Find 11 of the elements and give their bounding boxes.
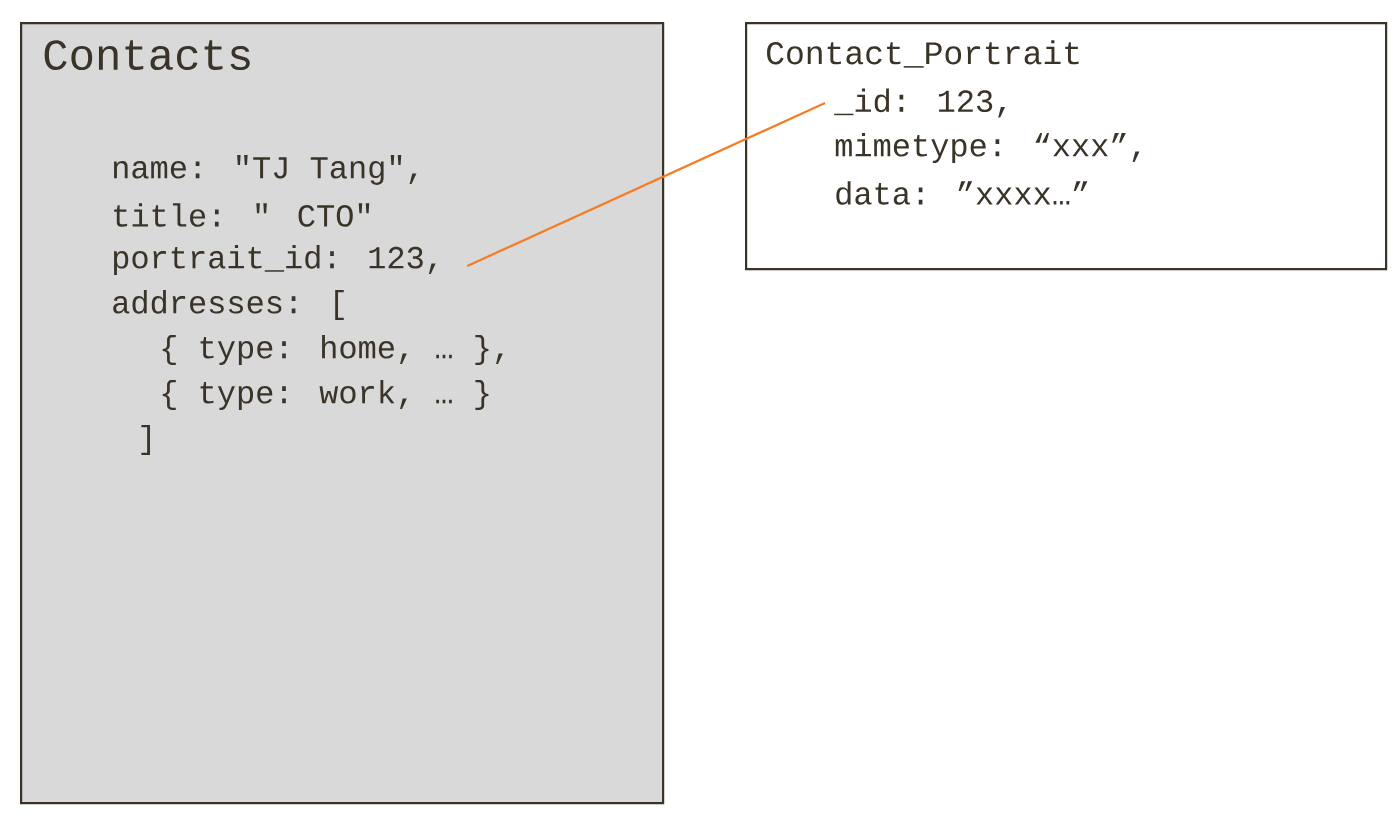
field-text: { type: work, … } (162, 380, 489, 410)
field-text: addresses: [ (113, 290, 344, 320)
field-text: data: ”xxxx…” (836, 181, 1088, 205)
field-text: mimetype: “xxx”, (835, 133, 1140, 163)
field-text: ] (141, 425, 150, 455)
field-text: { type: home, … }, (162, 335, 503, 365)
field-text: title: " CTO" (114, 203, 370, 227)
connector-line (466, 102, 826, 267)
field-text: name: "TJ Tang", (114, 155, 417, 185)
field-text: portrait_id: 123, (114, 245, 436, 275)
field-text: _id: 123, (834, 88, 1006, 118)
